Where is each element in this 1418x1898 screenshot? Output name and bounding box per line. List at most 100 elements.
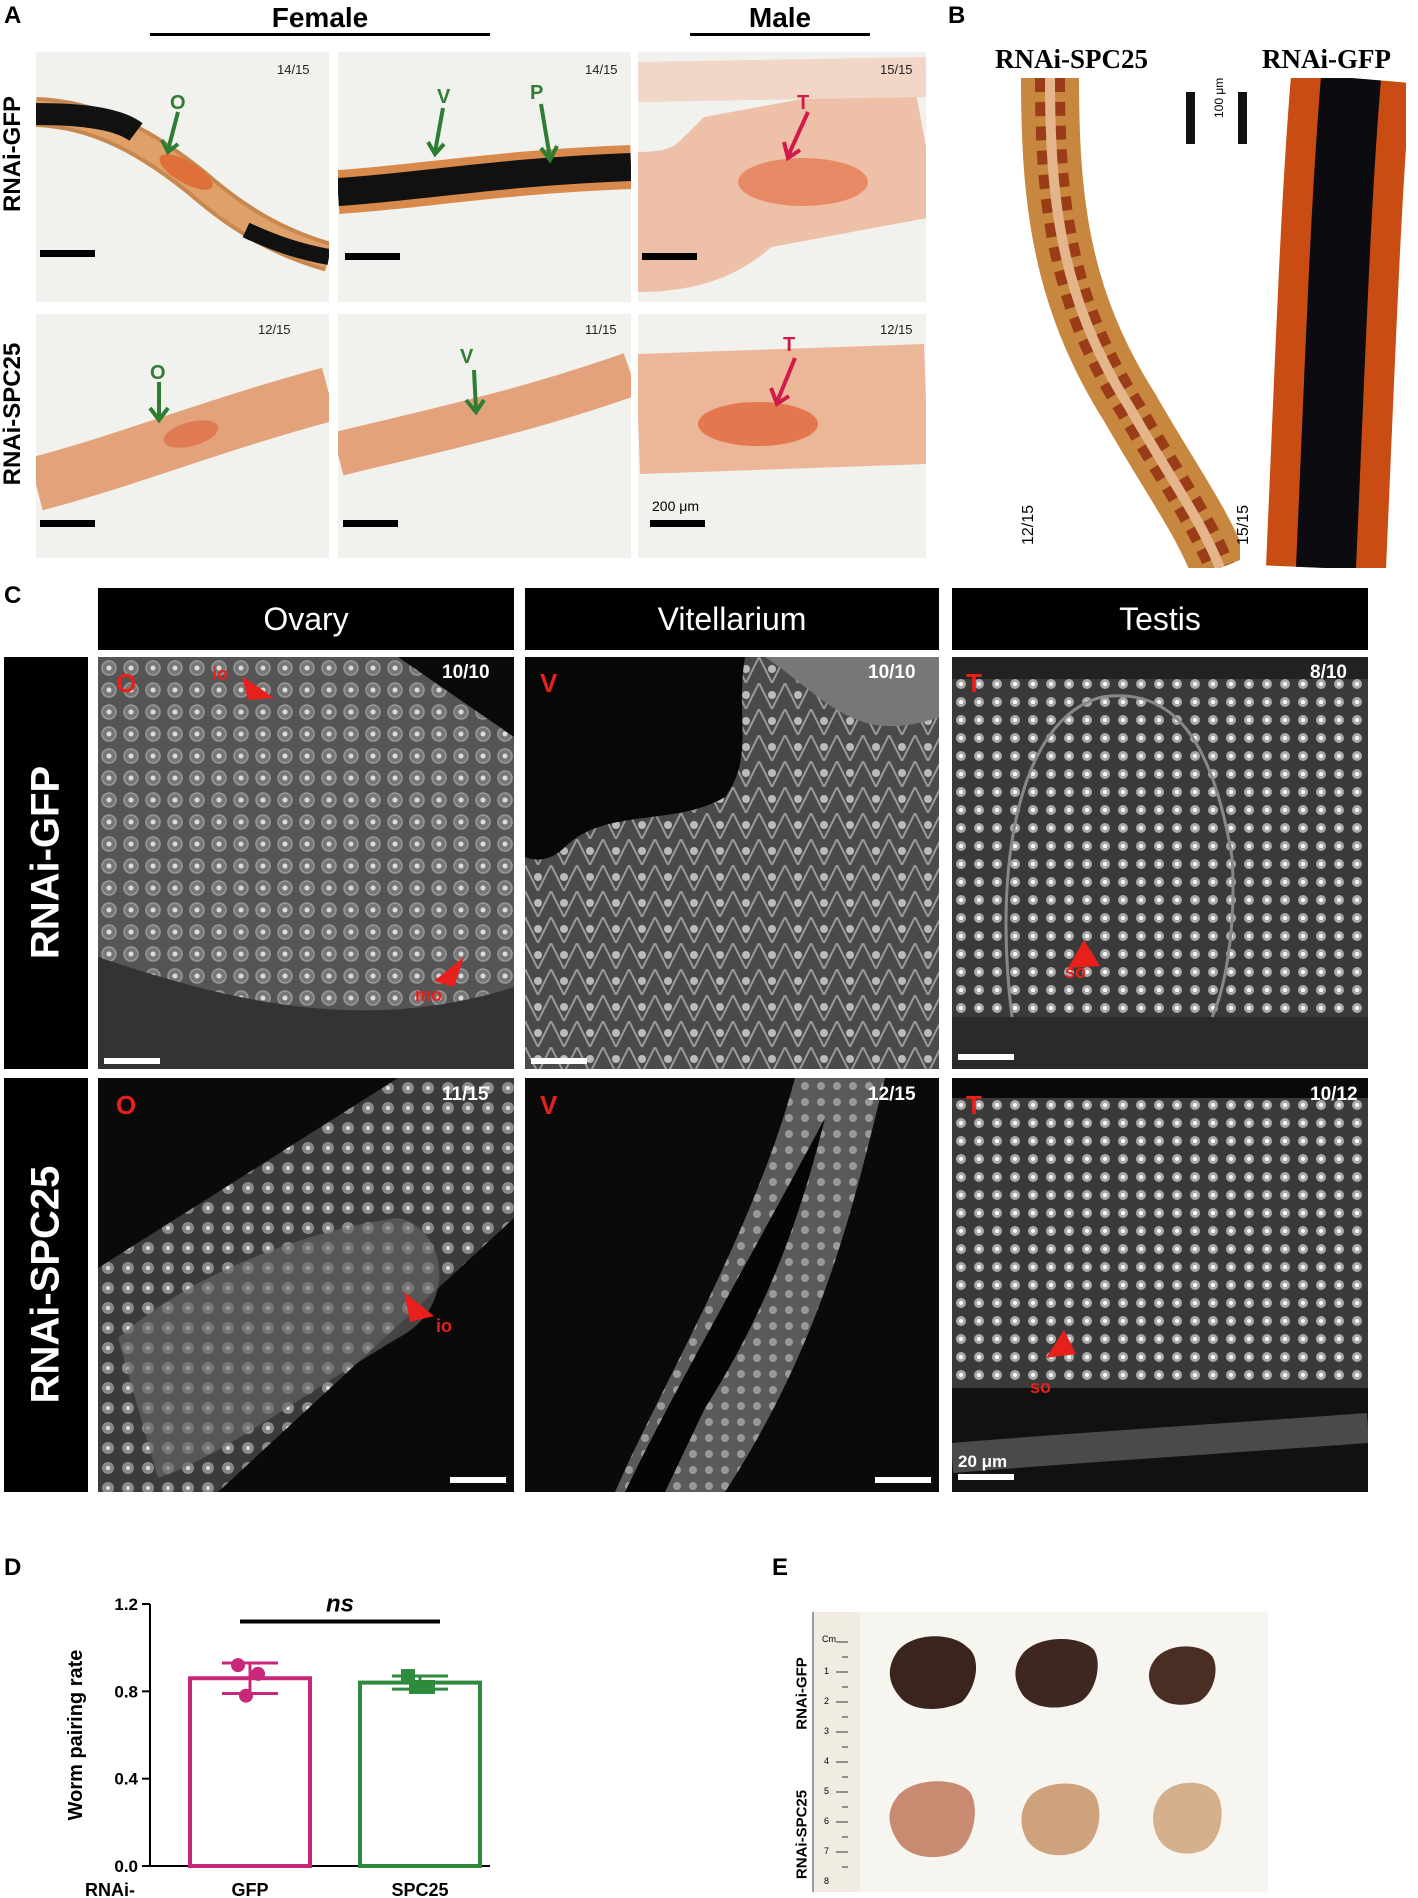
fraction-c1: 10/10 bbox=[442, 662, 490, 683]
ruler-ticks bbox=[836, 1641, 848, 1868]
y-tick-label: 0.0 bbox=[114, 1857, 138, 1876]
scale-bar bbox=[40, 250, 95, 257]
panel-a-row-label-spc25: RNAi-SPC25 bbox=[0, 342, 26, 486]
fraction-c5: 12/15 bbox=[868, 1084, 916, 1105]
confocal-ovary-gfp bbox=[98, 657, 514, 1069]
fraction-a4: 12/15 bbox=[258, 322, 291, 337]
confocal-vitellarium-gfp bbox=[525, 657, 939, 1069]
data-point bbox=[421, 1679, 435, 1694]
worm-image bbox=[36, 367, 329, 511]
panel-a-row-label-gfp: RNAi-GFP bbox=[0, 96, 26, 212]
fraction-a2: 14/15 bbox=[585, 62, 618, 77]
panel-b-title-gfp: RNAi-GFP bbox=[1262, 44, 1391, 74]
micrograph-a-female-vitellarium-gfp bbox=[338, 52, 631, 302]
row-label-box-gfp bbox=[4, 657, 88, 1069]
label-so-2: so bbox=[1030, 1377, 1052, 1397]
letter-v-2: V bbox=[540, 1090, 558, 1120]
panel-label-c: C bbox=[4, 582, 22, 609]
scale-bar bbox=[650, 520, 705, 527]
ruler-number: 7 bbox=[824, 1846, 830, 1856]
confocal-vitellarium-spc25 bbox=[525, 1078, 939, 1492]
col-header-testis: Testis bbox=[952, 588, 1368, 650]
ruler-unit: Cm bbox=[822, 1634, 836, 1644]
marker-vitellarium: V bbox=[437, 86, 451, 108]
tissue-image bbox=[98, 657, 514, 1069]
worm-image bbox=[638, 57, 926, 292]
green-arrow-icon bbox=[148, 382, 170, 424]
micrograph-a-male-testis-gfp bbox=[638, 52, 926, 302]
y-tick-label: 1.2 bbox=[114, 1595, 138, 1614]
tissue-image bbox=[615, 1078, 885, 1492]
worm-image bbox=[338, 353, 631, 476]
tissue-image bbox=[98, 1078, 514, 1492]
red-arrowhead-icon bbox=[242, 676, 274, 700]
fraction-a5: 11/15 bbox=[585, 322, 617, 337]
livers bbox=[889, 1636, 1222, 1858]
panel-c-row-label-spc25: RNAi-SPC25 bbox=[23, 1165, 68, 1404]
micrograph-a-female-ovary-spc25 bbox=[36, 314, 329, 558]
data-point bbox=[401, 1669, 415, 1684]
green-arrow-icon bbox=[539, 103, 559, 164]
ruler-number: 6 bbox=[824, 1816, 830, 1826]
micrograph-a-male-testis-spc25 bbox=[638, 314, 926, 558]
green-arrow-icon bbox=[464, 369, 486, 416]
letter-t: T bbox=[966, 668, 982, 698]
y-axis-label: Worm pairing rate bbox=[65, 1650, 87, 1821]
scale-bar-b-right bbox=[1238, 92, 1247, 144]
scale-bar bbox=[958, 1474, 1014, 1480]
col-header-ovary: Ovary bbox=[98, 588, 514, 650]
scale-bar bbox=[875, 1477, 931, 1483]
data-point bbox=[231, 1658, 245, 1673]
significance-label: ns bbox=[326, 1590, 354, 1617]
male-header: Male bbox=[748, 2, 812, 33]
ruler-number: 5 bbox=[824, 1786, 830, 1796]
scale-bar bbox=[531, 1058, 587, 1064]
fraction-c6: 10/12 bbox=[1310, 1084, 1358, 1105]
ruler-number: 4 bbox=[824, 1756, 830, 1766]
data-point bbox=[409, 1679, 423, 1694]
fraction-a3: 15/15 bbox=[880, 62, 913, 77]
marker-testis-2: T bbox=[783, 334, 796, 356]
ruler-number: 2 bbox=[824, 1696, 830, 1706]
x-axis-prefix: RNAi- bbox=[85, 1880, 135, 1898]
marker-vitellarium-2: V bbox=[460, 346, 474, 368]
fraction-c4: 11/15 bbox=[442, 1084, 489, 1105]
scale-bar bbox=[642, 253, 697, 260]
panel-e-row-label-gfp: RNAi-GFP bbox=[793, 1657, 811, 1730]
fraction-b-right: 15/15 bbox=[1235, 504, 1252, 545]
marker-ovary-2: O bbox=[150, 362, 166, 384]
fraction-a1: 14/15 bbox=[277, 62, 310, 77]
scale-bar bbox=[343, 520, 398, 527]
red-arrowhead-icon bbox=[404, 1292, 434, 1322]
worm-image bbox=[638, 344, 926, 474]
fraction-c2: 10/10 bbox=[868, 662, 916, 683]
confocal-testis-spc25 bbox=[952, 1078, 1368, 1492]
fraction-c3: 8/10 bbox=[1310, 662, 1347, 683]
scale-bar-b bbox=[1186, 92, 1195, 144]
marker-testis: T bbox=[797, 92, 810, 114]
letter-t-2: T bbox=[966, 1090, 982, 1120]
worm-image-b-spc25 bbox=[1021, 78, 1240, 568]
scale-bar bbox=[40, 520, 95, 527]
label-so: so bbox=[1065, 962, 1087, 982]
marker-p: P bbox=[530, 82, 544, 104]
tissue-image bbox=[952, 657, 1368, 1069]
ruler-number: 1 bbox=[824, 1666, 830, 1676]
bar-spc25 bbox=[358, 1680, 482, 1868]
panel-c-row-label-gfp: RNAi-GFP bbox=[23, 765, 68, 960]
scale-bar bbox=[958, 1054, 1014, 1060]
y-tick-label: 0.8 bbox=[114, 1682, 138, 1701]
col-header-vitellarium: Vitellarium bbox=[525, 588, 939, 650]
letter-v: V bbox=[540, 668, 558, 698]
panel-label-a: A bbox=[4, 2, 22, 29]
scale-label-20um: 20 μm bbox=[958, 1452, 1008, 1471]
label-io: io bbox=[212, 664, 228, 684]
worm-image bbox=[36, 97, 329, 272]
y-tick-label: 0.4 bbox=[114, 1770, 138, 1789]
panel-e-row-label-spc25: RNAi-SPC25 bbox=[793, 1789, 811, 1880]
data-point bbox=[251, 1666, 265, 1681]
red-arrowhead-icon bbox=[434, 957, 464, 987]
x-tick-label: GFP bbox=[231, 1880, 268, 1898]
bar-gfp bbox=[188, 1676, 312, 1868]
